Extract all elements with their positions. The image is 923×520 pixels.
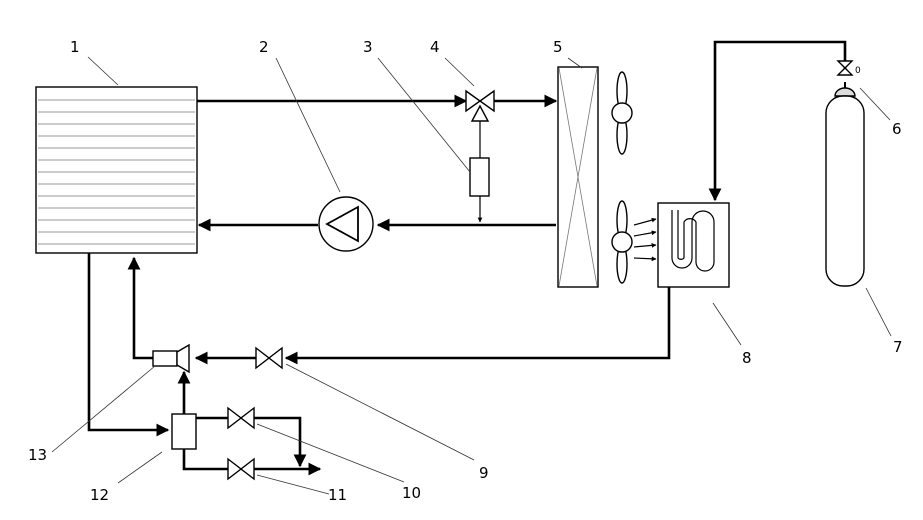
label-1: 1 <box>70 38 80 56</box>
label-10: 10 <box>402 484 421 502</box>
valve-9 <box>256 348 282 368</box>
radiator <box>558 67 598 287</box>
ejector <box>153 345 189 372</box>
label-6: 6 <box>892 120 902 138</box>
label-9: 9 <box>479 464 489 482</box>
label-2: 2 <box>259 38 269 56</box>
label-12: 12 <box>90 486 109 504</box>
cylinder-valve <box>838 61 852 75</box>
label-3: 3 <box>363 38 373 56</box>
label-5: 5 <box>553 38 563 56</box>
label-4: 4 <box>430 38 440 56</box>
coil-heat-exchanger <box>658 203 729 287</box>
cold-gas-return-line <box>286 287 669 358</box>
mixed-flow-pipe <box>134 258 153 358</box>
outlet-pipe <box>89 253 168 430</box>
label-11: 11 <box>328 486 347 504</box>
outlet-branch-lower <box>184 449 228 469</box>
label-8: 8 <box>742 349 752 367</box>
pump <box>319 197 373 251</box>
label-7: 7 <box>893 338 903 356</box>
battery-module <box>36 87 197 253</box>
label-13: 13 <box>28 446 47 464</box>
upper-fan <box>612 72 632 154</box>
three-way-valve <box>466 91 494 121</box>
lower-fan <box>612 201 632 283</box>
gas-cylinder <box>826 82 864 286</box>
bypass-component <box>470 158 489 196</box>
separator <box>172 414 196 449</box>
valve-11 <box>228 459 254 479</box>
airflow-arrows <box>634 219 656 259</box>
valve-10 <box>228 408 254 428</box>
cylinder-valve-mark: 0 <box>855 66 861 76</box>
